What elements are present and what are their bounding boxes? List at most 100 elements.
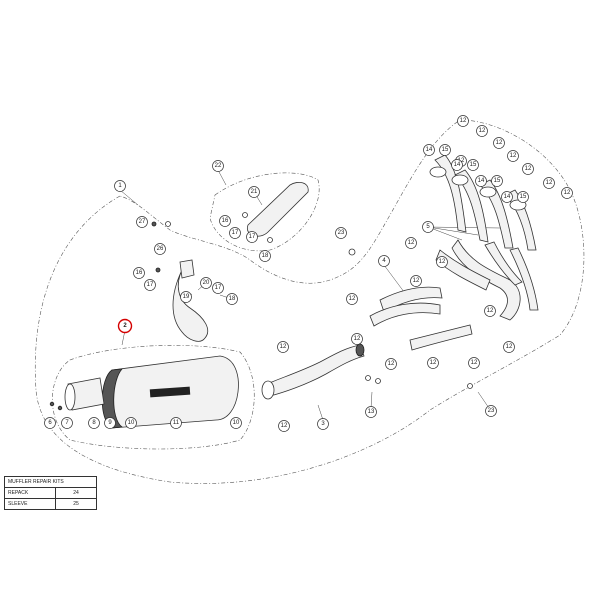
callout-7: 7 — [61, 417, 73, 429]
callout-21: 21 — [248, 186, 260, 198]
callout-number: 15 — [470, 162, 477, 168]
callout-14d: 14 — [501, 191, 513, 203]
callout-15c: 15 — [491, 175, 503, 187]
brackets — [172, 181, 309, 342]
callout-number: 12 — [460, 118, 467, 124]
callout-circle — [278, 420, 290, 432]
kit-name: REPACK — [4, 487, 56, 499]
callout-circle — [517, 191, 529, 203]
callout-circle — [104, 417, 116, 429]
callout-circle — [365, 406, 377, 418]
callout-17a: 17 — [229, 227, 241, 239]
callout-12k: 12 — [346, 293, 358, 305]
callout-circle — [259, 250, 271, 262]
callout-circle — [144, 279, 156, 291]
callout-11: 11 — [170, 417, 182, 429]
callout-circle — [229, 227, 241, 239]
mid-pipe — [261, 343, 365, 400]
callout-number: 20 — [203, 280, 210, 286]
callout-circle — [503, 341, 515, 353]
callout-number: 12 — [487, 308, 494, 314]
callout-number: 12 — [349, 296, 356, 302]
callout-10a: 10 — [125, 417, 137, 429]
callout-17b: 17 — [246, 231, 258, 243]
callout-circle — [485, 405, 497, 417]
link-pipes — [369, 249, 491, 351]
callout-17d: 17 — [212, 282, 224, 294]
callout-18b: 18 — [226, 293, 238, 305]
callout-circle — [133, 267, 145, 279]
kits-table-row: REPACK 24 — [4, 487, 97, 499]
callout-circle — [212, 282, 224, 294]
callout-12m: 12 — [277, 341, 289, 353]
callout-number: 7 — [65, 420, 69, 426]
callout-number: 18 — [229, 296, 236, 302]
callout-circle — [468, 357, 480, 369]
callout-circle — [88, 417, 100, 429]
callout-12b: 12 — [476, 125, 488, 137]
callout-12p: 12 — [427, 357, 439, 369]
callout-circle — [427, 357, 439, 369]
callout-circle — [491, 175, 503, 187]
callout-number: 12 — [388, 361, 395, 367]
callout-circle — [230, 417, 242, 429]
callout-12o: 12 — [385, 358, 397, 370]
callout-number: 26 — [157, 246, 164, 252]
callout-number: 18 — [262, 253, 269, 259]
outline-muffler-group — [52, 345, 255, 450]
callout-circle — [507, 150, 519, 162]
callout-number: 12 — [479, 128, 486, 134]
callout-number: 12 — [510, 153, 517, 159]
kit-number: 24 — [55, 487, 97, 499]
callout-circle — [154, 243, 166, 255]
callout-number: 22 — [215, 163, 222, 169]
callout-number: 12 — [546, 180, 553, 186]
muffler — [64, 355, 239, 429]
callout-number: 6 — [48, 420, 52, 426]
callout-15b: 15 — [467, 159, 479, 171]
callout-number: 17 — [232, 230, 239, 236]
callout-circle — [114, 180, 126, 192]
callout-number: 21 — [251, 189, 258, 195]
callout-number: 3 — [321, 421, 325, 427]
callout-circle — [125, 417, 137, 429]
callout-circle — [467, 159, 479, 171]
callout-circle — [277, 341, 289, 353]
callout-circle — [317, 418, 329, 430]
callout-circle — [335, 227, 347, 239]
callout-number: 12 — [430, 360, 437, 366]
callout-circle — [378, 255, 390, 267]
kits-table-row: SLEEVE 25 — [4, 498, 97, 510]
callout-26: 26 — [154, 243, 166, 255]
callout-circle — [543, 177, 555, 189]
kit-number: 25 — [55, 498, 97, 510]
callout-circle — [248, 186, 260, 198]
callout-12r: 12 — [503, 341, 515, 353]
callout-15d: 15 — [517, 191, 529, 203]
callout-2: 2 — [117, 318, 133, 334]
callout-number: 23 — [488, 408, 495, 414]
callout-circle — [200, 277, 212, 289]
callout-number: 5 — [426, 224, 430, 230]
callout-number: 15 — [442, 147, 449, 153]
callout-number: 12 — [280, 344, 287, 350]
callout-12c: 12 — [493, 137, 505, 149]
callout-circle — [136, 216, 148, 228]
callout-number: 2 — [123, 323, 127, 329]
callout-number: 12 — [496, 140, 503, 146]
callout-number: 15 — [494, 178, 501, 184]
callout-number: 1 — [118, 183, 122, 189]
callout-circle — [226, 293, 238, 305]
callout-12q: 12 — [468, 357, 480, 369]
callout-5: 5 — [422, 221, 434, 233]
callout-12a: 12 — [457, 115, 469, 127]
callout-14c: 14 — [475, 175, 487, 187]
hardware — [49, 212, 473, 411]
callout-circle — [451, 159, 463, 171]
callout-15a: 15 — [439, 144, 451, 156]
callout-number: 10 — [128, 420, 135, 426]
callout-16a: 16 — [219, 215, 231, 227]
callout-number: 19 — [183, 294, 190, 300]
